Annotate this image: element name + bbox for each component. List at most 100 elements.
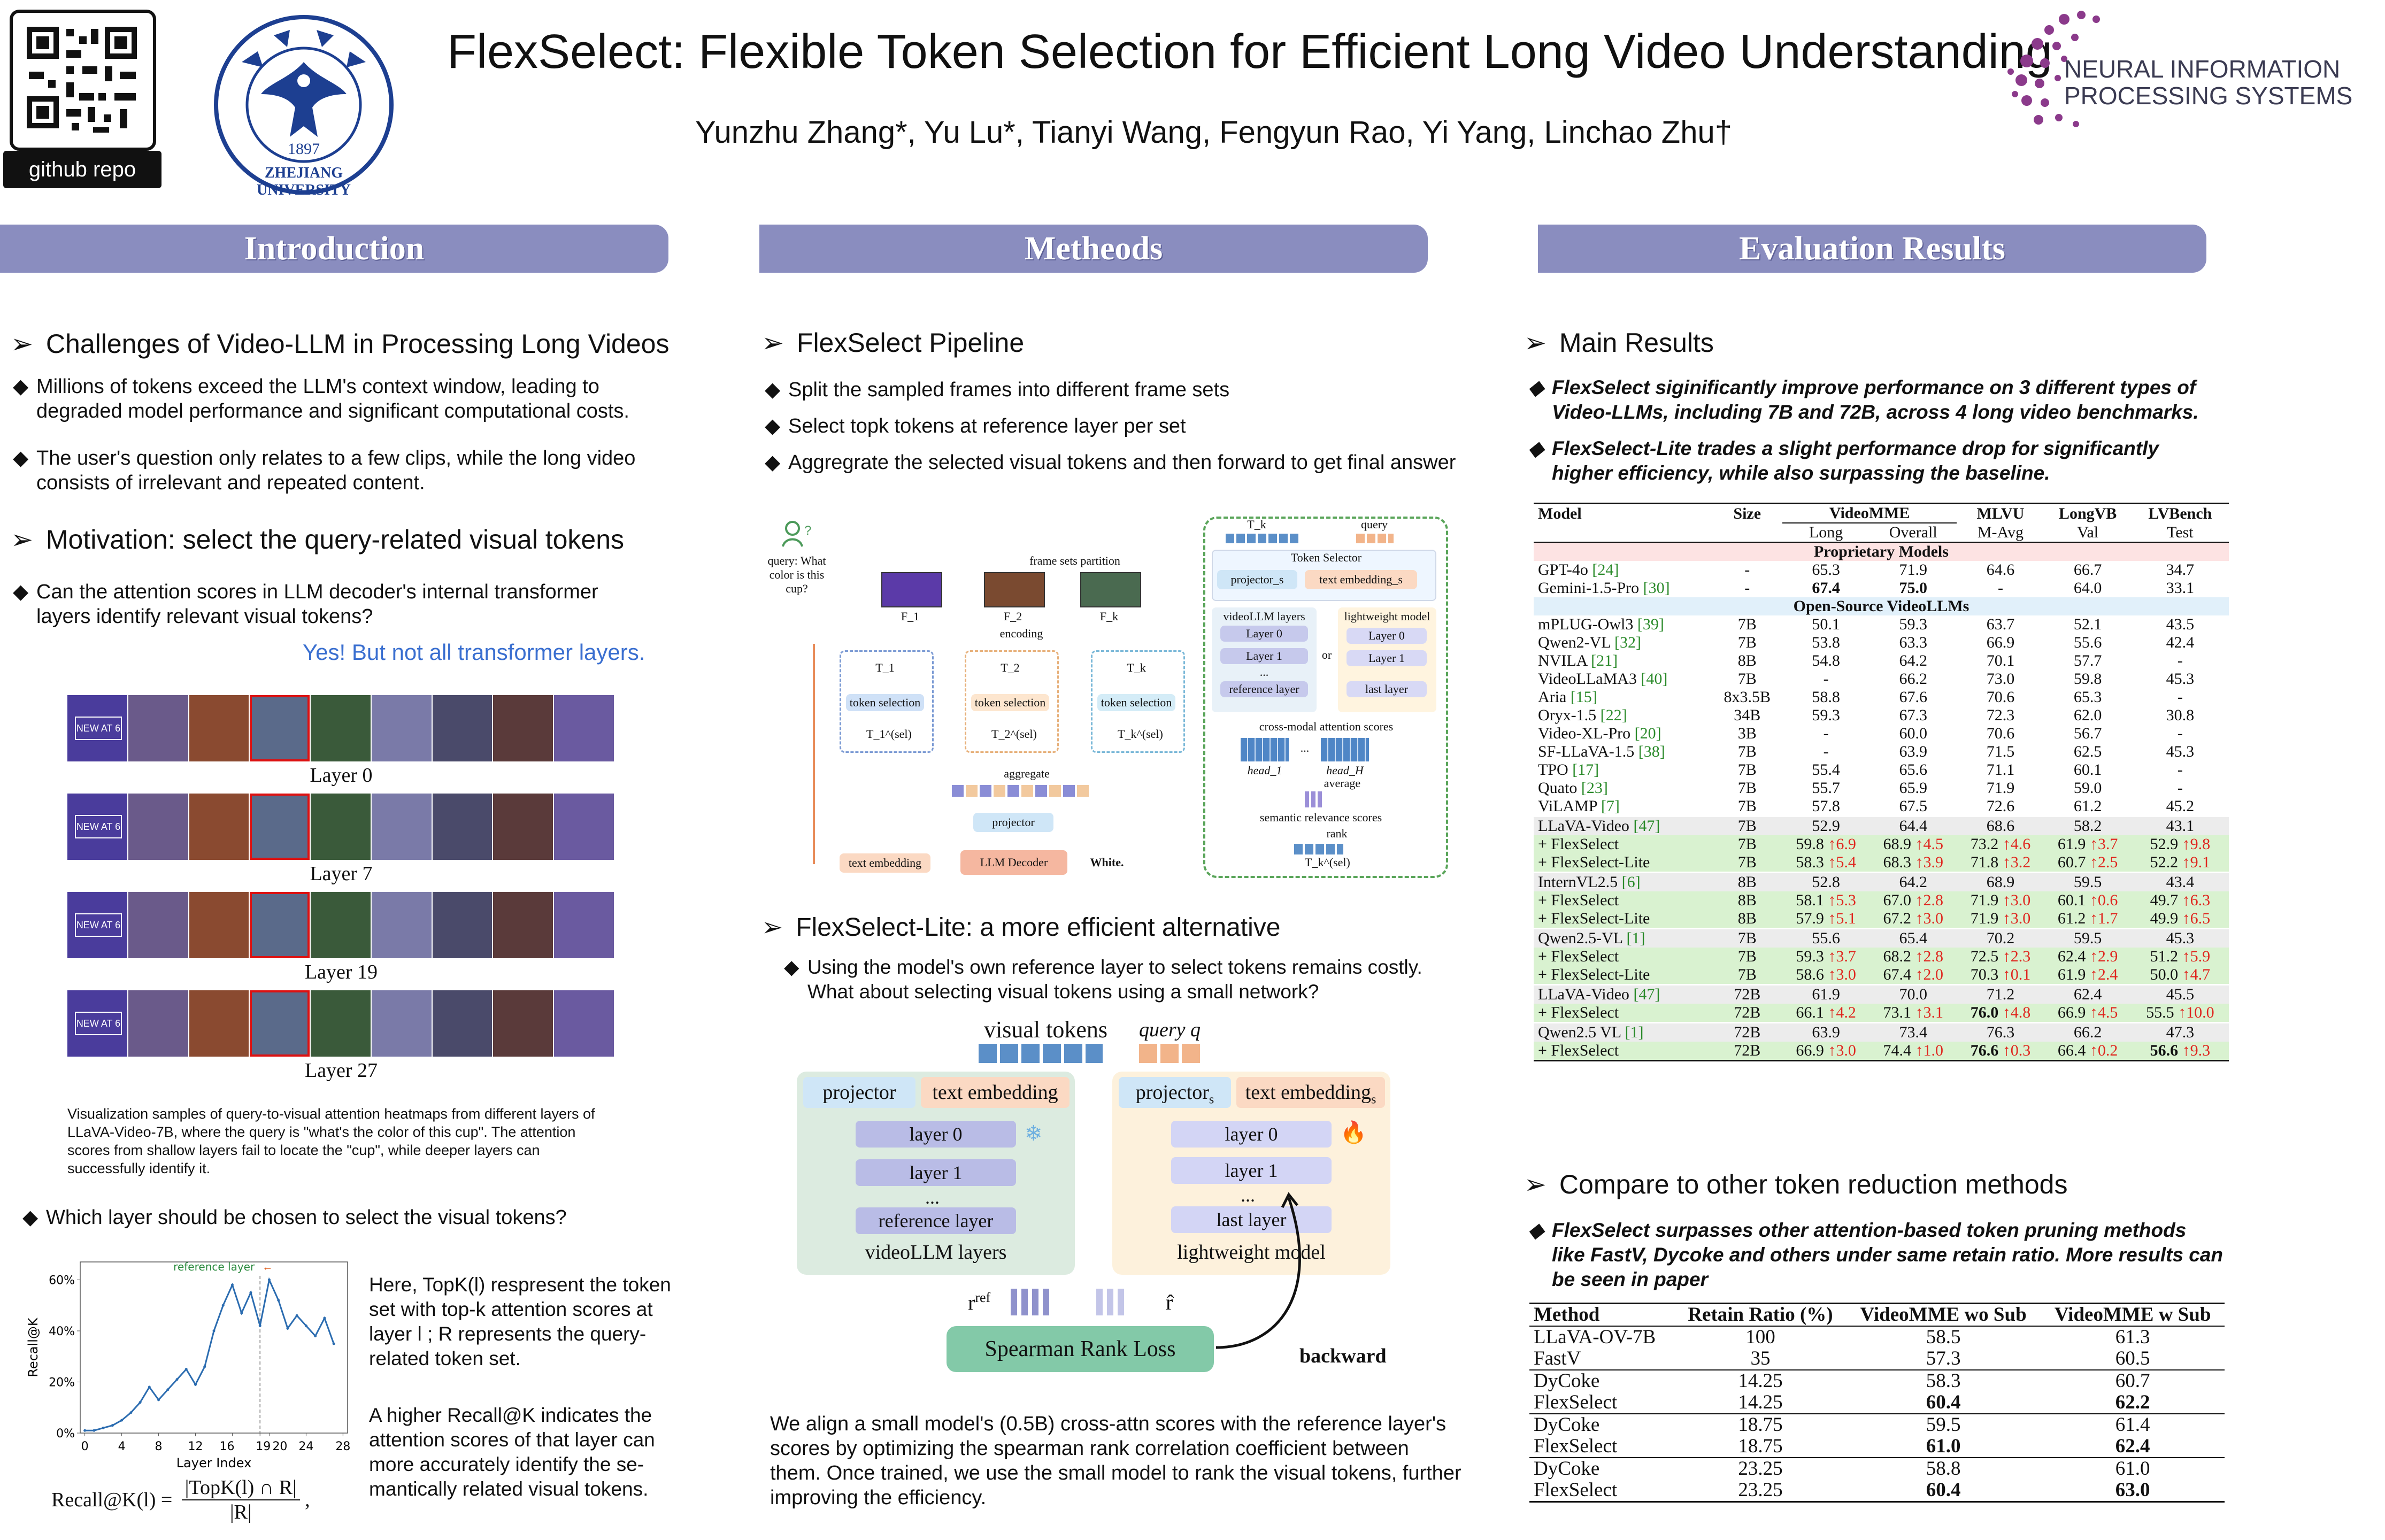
value-cell: 55.6 [1782, 929, 1869, 948]
lite-query-tokens [1139, 1044, 1201, 1063]
strip-frame [311, 892, 371, 958]
size-cell: 7B [1737, 929, 1757, 947]
x-tick-label: 8 [155, 1440, 163, 1453]
citation-ref[interactable]: [47] [1633, 985, 1660, 1003]
attention-grid-h [1321, 738, 1369, 761]
data-point [323, 1316, 326, 1320]
strip-frame [250, 892, 310, 958]
strip-frame [189, 794, 249, 860]
lite-projector-s: projectors [1119, 1077, 1231, 1108]
citation-ref[interactable]: [6] [1621, 873, 1641, 891]
lightweight-layer0: Layer 0 [1347, 628, 1427, 644]
value: 45.5 [2166, 985, 2195, 1003]
subheader-cell: Long [1809, 523, 1843, 541]
citation-ref[interactable]: [7] [1601, 797, 1620, 815]
size-cell: 7B [1737, 948, 1757, 965]
strip-frame [371, 794, 432, 860]
size-cell: 8B [1737, 891, 1757, 909]
or-label: or [1321, 648, 1332, 661]
size-cell: 8B [1737, 910, 1757, 927]
data-point [120, 1419, 124, 1422]
value-cell: 33.1 [2166, 579, 2195, 597]
subheader-cell: Overall [1889, 523, 1937, 541]
video-frame [1670, 1021, 1704, 1058]
r-ref-label: rref [968, 1290, 990, 1315]
strip-frame [128, 695, 188, 761]
value-cell: 45.2 [2166, 797, 2195, 815]
pipeline-diagram: ? query: What color is this cup? frame s… [759, 508, 1951, 1058]
value-cell: - [1823, 670, 1829, 688]
model-cell: Qwen2.5-VL [1] [1534, 929, 1712, 948]
data-point [129, 1411, 133, 1414]
compare-cell: DyCoke [1534, 1458, 1600, 1480]
average-label: average [1324, 776, 1361, 790]
citation-ref[interactable]: [20] [1634, 725, 1661, 742]
lite-dots-1: ... [925, 1187, 940, 1208]
data-point [240, 1312, 243, 1315]
value: 66.9 [2057, 1004, 2086, 1021]
size-cell: 72B [1734, 1004, 1761, 1021]
value-cell: 8x3.5B [1724, 688, 1771, 706]
citation-ref[interactable]: [22] [1600, 706, 1627, 724]
citation-ref[interactable]: [30] [1643, 579, 1670, 597]
citation-ref[interactable]: [21] [1591, 652, 1618, 669]
strip-frame [311, 695, 371, 761]
lite-dots-2: ... [1241, 1184, 1255, 1206]
value: 52.9 [2150, 835, 2179, 853]
series-line [84, 1277, 335, 1431]
lightweight-layer1: Layer 1 [1347, 650, 1427, 666]
data-point [148, 1385, 151, 1389]
model-cell: InternVL2.5 [6] [1534, 873, 1712, 892]
compare-cell: 14.25 [1738, 1391, 1783, 1413]
citation-ref[interactable]: [38] [1638, 743, 1665, 760]
citation-ref[interactable]: [15] [1570, 688, 1597, 706]
cross-modal-label: cross-modal attention scores [1259, 720, 1394, 733]
backward-arrow-icon [1215, 1192, 1301, 1349]
value-cell: 52.8 [1782, 873, 1869, 892]
subheader-cell [1534, 523, 1712, 542]
value-cell: 74.4 ↑1.0 [1869, 1042, 1957, 1061]
value: 65.4 [1899, 929, 1928, 947]
value-cell: 72.6 [1986, 797, 2015, 815]
citation-ref[interactable]: [24] [1592, 561, 1619, 579]
video-frame [1775, 1021, 1810, 1058]
citation-ref[interactable]: [17] [1572, 761, 1599, 779]
value-cell: 76.6 ↑0.3 [1957, 1042, 2044, 1061]
header-cell: LVBench [2148, 504, 2212, 522]
qr-code[interactable] [10, 10, 156, 151]
improvement-delta: ↑4.7 [2178, 966, 2211, 983]
lite-projector-s-text: projector [1135, 1081, 1209, 1104]
citation-ref[interactable]: [1] [1625, 1023, 1644, 1041]
improvement-delta: ↑4.6 [1998, 835, 2031, 853]
improvement-delta: ↑4.2 [1824, 1004, 1856, 1021]
value-cell: 71.5 [1986, 743, 2015, 760]
value-cell: 43.5 [2166, 615, 2195, 633]
value-cell: 64.0 [2073, 579, 2102, 597]
value: 68.6 [1986, 817, 2015, 835]
banner-methods: Metheods [759, 225, 1428, 273]
citation-ref[interactable]: [47] [1633, 817, 1660, 835]
strip-frame-text: NEW AT 6 [75, 913, 122, 937]
value: 52.9 [1812, 817, 1840, 835]
citation-ref[interactable]: [23] [1581, 779, 1608, 797]
value: 58.1 [1796, 891, 1824, 909]
value-cell: 59.8 ↑6.9 [1782, 835, 1869, 853]
citation-ref[interactable]: [1] [1626, 929, 1645, 947]
value-cell: 66.9 ↑3.0 [1782, 1042, 1869, 1061]
compare-cell: 18.75 [1738, 1435, 1783, 1457]
citation-ref[interactable]: [32] [1614, 634, 1641, 651]
lite-layer1: layer 1 [856, 1159, 1016, 1186]
github-label[interactable]: github repo [3, 151, 161, 188]
selection-box-2 [965, 650, 1059, 753]
lite-text-embedding-s-text: text embedding [1245, 1081, 1371, 1104]
citation-ref[interactable]: [40] [1641, 670, 1668, 688]
citation-ref[interactable]: [39] [1637, 615, 1664, 633]
token-selection-2: token selection [971, 694, 1049, 711]
value: 76.3 [1986, 1023, 2015, 1041]
improvement-delta: ↑1.7 [2086, 910, 2118, 927]
zju-logo: 1897 ZHEJIANG UNIVERSITY [210, 14, 398, 198]
